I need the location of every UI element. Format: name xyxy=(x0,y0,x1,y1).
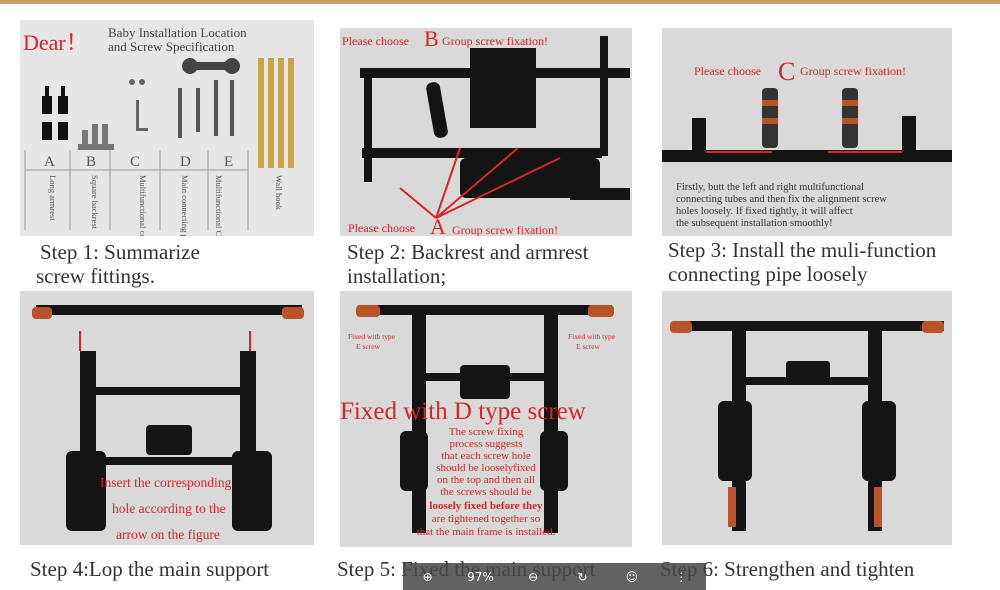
note-line2: connecting tubes and then fix the alignm… xyxy=(676,194,887,205)
panel-step1-image: Dear！ Baby Installation Location and Scr… xyxy=(20,20,314,236)
note-line3: holes loosely. If fixed tightly, it will… xyxy=(676,206,853,217)
zoom-in-icon[interactable]: ⊕ xyxy=(422,569,433,584)
p5-line1: The screw fixing xyxy=(449,426,524,438)
left-label-line2: E screw xyxy=(356,342,381,351)
label-c: Multifunctional connecting pipe xyxy=(138,175,148,236)
screw-fittings-illustration: Dear！ Baby Installation Location and Scr… xyxy=(23,25,294,236)
top-border xyxy=(0,0,1000,4)
caption-step2-line1: Step 2: Backrest and armrest xyxy=(347,240,589,264)
top-pre: Please choose xyxy=(342,34,409,48)
label-b: Square backrest xyxy=(90,175,100,230)
dear-text: Dear！ xyxy=(23,30,88,55)
caption-step3-line2: connecting pipe loosely xyxy=(668,262,868,286)
p5-line9: that the main frame is installed. xyxy=(417,526,556,538)
p4-line2: hole according to the xyxy=(112,501,226,516)
right-label-line1: Fixed with type xyxy=(568,332,616,341)
caption-step2-line2: installation; xyxy=(347,264,447,288)
bottom-pre: Please choose xyxy=(348,221,415,235)
big-instruction: Fixed with D type screw xyxy=(340,398,586,425)
p5-line7: loosely fixed before they xyxy=(429,500,543,512)
heading-line1: Baby Installation Location xyxy=(108,25,247,40)
panel-step5-image: Fixed with type E screw Fixed with type … xyxy=(340,291,632,547)
top-letter: C xyxy=(778,57,795,86)
p5-line4: should be looselyfixed xyxy=(436,462,536,474)
p5-line2: process suggests xyxy=(449,438,522,450)
letter-b: B xyxy=(86,154,96,170)
p5-line3: that each screw hole xyxy=(441,450,531,462)
tighten-illustration xyxy=(670,321,944,531)
label-a: Long armrest xyxy=(48,175,58,221)
main-support-illustration: Insert the corresponding hole according … xyxy=(32,305,304,542)
top-post: Group screw fixation! xyxy=(442,34,548,48)
panel-step4-image: Insert the corresponding hole according … xyxy=(20,291,314,545)
note-line4: the subsequent installation smoothly! xyxy=(676,218,833,229)
right-label-line2: E screw xyxy=(576,342,601,351)
fix-main-support-illustration: Fixed with type E screw Fixed with type … xyxy=(340,305,616,538)
more-icon[interactable]: ⋮ xyxy=(675,569,688,584)
letter-c: C xyxy=(130,154,140,170)
connecting-pipe-illustration: Please choose C Group screw fixation! Fi… xyxy=(662,57,952,229)
label-e: Multifunctional Connecting Pipe and Main… xyxy=(214,175,224,236)
heading-line2: and Screw Specification xyxy=(108,39,235,54)
top-pre: Please choose xyxy=(694,64,761,78)
zoom-out-icon[interactable]: ⊖ xyxy=(528,569,539,584)
p5-line5: on the top and then all xyxy=(437,474,535,486)
label-d: Main connecting pipe xyxy=(180,175,190,236)
caption-step3-line1: Step 3: Install the muli-function xyxy=(668,238,937,262)
left-label-line1: Fixed with type xyxy=(348,332,396,341)
bottom-post: Group screw fixation! xyxy=(452,223,558,236)
panel-step3-image: Please choose C Group screw fixation! Fi… xyxy=(662,28,952,236)
zoom-level: 97% xyxy=(467,569,494,584)
label-wall-hook: Wall hook xyxy=(274,175,284,211)
p5-line8: are tightened together so xyxy=(432,513,541,525)
note-line1: Firstly, butt the left and right multifu… xyxy=(676,182,864,193)
caption-step1-line2: screw fittings. xyxy=(36,264,155,288)
top-post: Group screw fixation! xyxy=(800,64,906,78)
letter-d: D xyxy=(180,154,191,170)
panel-step2-image: Please choose B Group screw fixation! Pl… xyxy=(340,28,632,236)
p4-line3: arrow on the figure xyxy=(116,527,220,542)
p5-line6: the screws should be xyxy=(440,486,531,498)
caption-step4: Step 4:Lop the main support xyxy=(30,557,270,581)
bottom-letter: A xyxy=(430,214,446,236)
viewer-toolbar: ⊕ 97% ⊖ ↻ ☺ ⋮ xyxy=(403,563,706,590)
panel-step6-image xyxy=(662,291,952,545)
caption-step1-line1: Step 1: Summarize xyxy=(40,240,200,264)
letter-a: A xyxy=(44,154,55,170)
rotate-icon[interactable]: ↻ xyxy=(577,569,588,584)
letter-e: E xyxy=(224,154,233,170)
face-icon[interactable]: ☺ xyxy=(625,569,639,584)
top-letter: B xyxy=(424,28,439,51)
p4-line1: Insert the corresponding xyxy=(100,475,231,490)
backrest-armrest-illustration: Please choose B Group screw fixation! Pl… xyxy=(342,28,630,236)
